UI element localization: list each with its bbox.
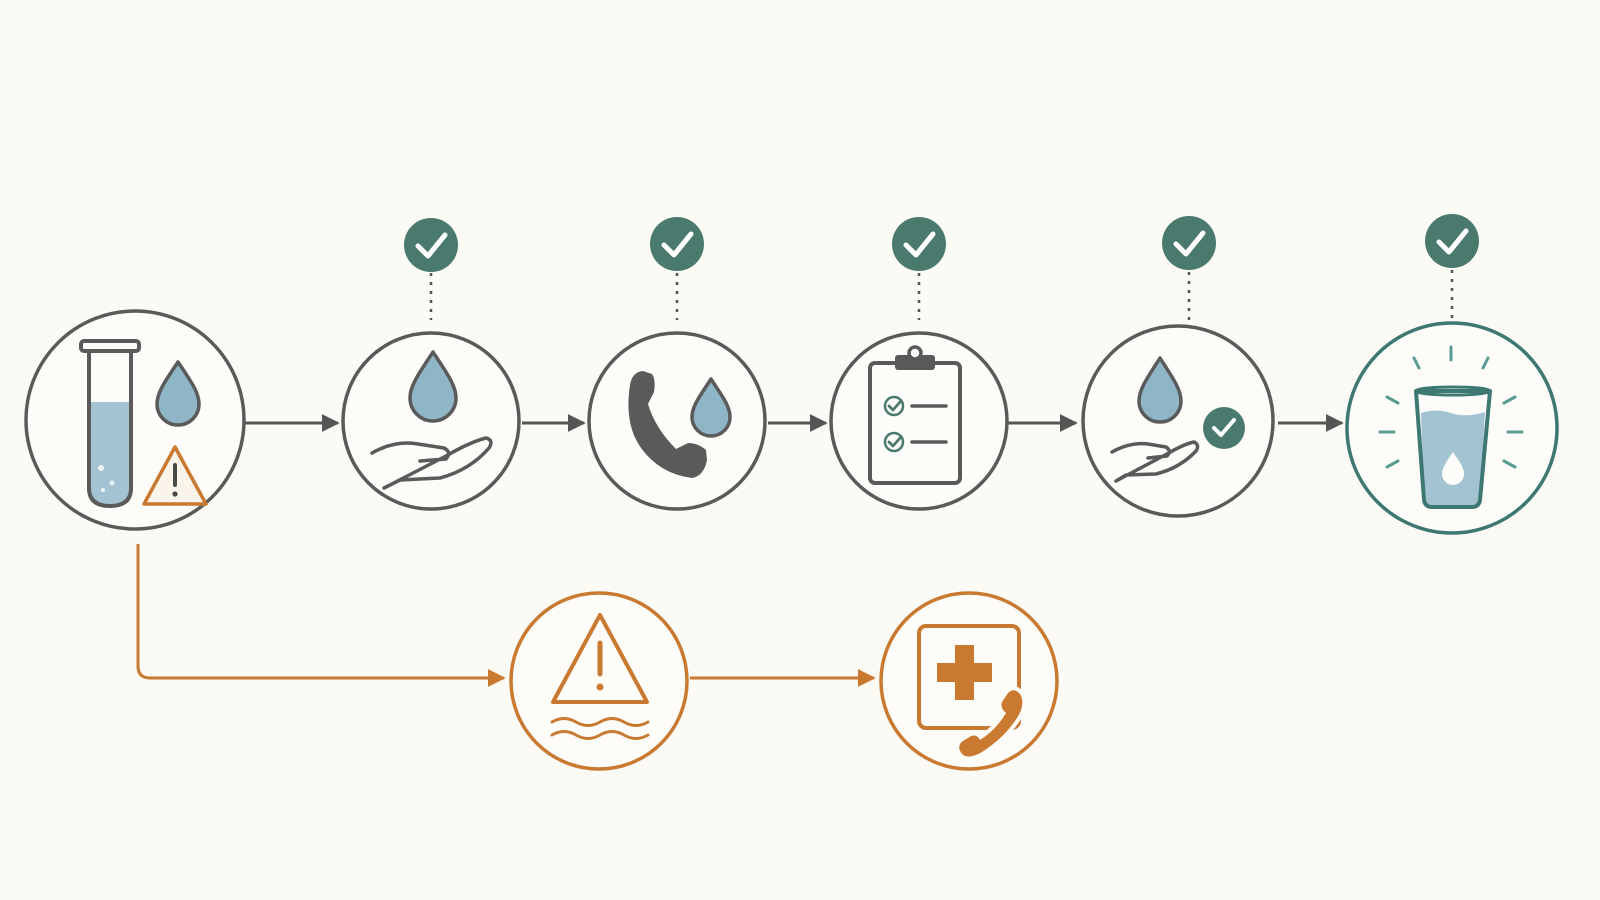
water-drop-icon <box>690 377 732 438</box>
warning-triangle-icon <box>551 613 649 704</box>
water-drop-icon <box>1137 356 1183 424</box>
step-safe-drinking-water <box>1345 321 1559 535</box>
water-drop-icon <box>408 350 458 423</box>
warning-triangle-icon <box>142 445 208 506</box>
check-badge-step-4 <box>892 217 946 320</box>
clipboard-checklist-icon <box>868 345 962 485</box>
radiance-icon <box>1378 345 1524 469</box>
step-water-approved <box>1081 324 1275 518</box>
step-contamination-warning <box>509 591 689 771</box>
open-hand-icon <box>1110 440 1200 483</box>
check-badge-step-6 <box>1425 214 1479 318</box>
step-water-in-hand <box>341 331 521 511</box>
verification-badges <box>404 214 1479 320</box>
medical-cross-icon <box>917 624 1021 730</box>
step-test-result <box>24 309 246 531</box>
test-tube-icon <box>79 339 141 509</box>
water-waves-icon <box>550 717 650 740</box>
open-hand-icon <box>370 436 493 490</box>
check-badge-step-3 <box>650 217 704 320</box>
step-emergency-medical-call <box>879 591 1059 771</box>
step-call-about-water <box>587 331 767 511</box>
check-badge-step-2 <box>404 218 458 320</box>
check-badge-icon <box>1203 407 1245 449</box>
step-checklist <box>829 331 1009 511</box>
water-drop-icon <box>155 360 201 427</box>
water-glass-icon <box>1414 385 1492 509</box>
branch-arrow-to-warning <box>136 544 506 687</box>
phone-icon <box>628 371 707 478</box>
phone-icon <box>955 686 1027 761</box>
alert-flow-connectors <box>136 544 876 687</box>
check-badge-step-5 <box>1162 216 1216 320</box>
